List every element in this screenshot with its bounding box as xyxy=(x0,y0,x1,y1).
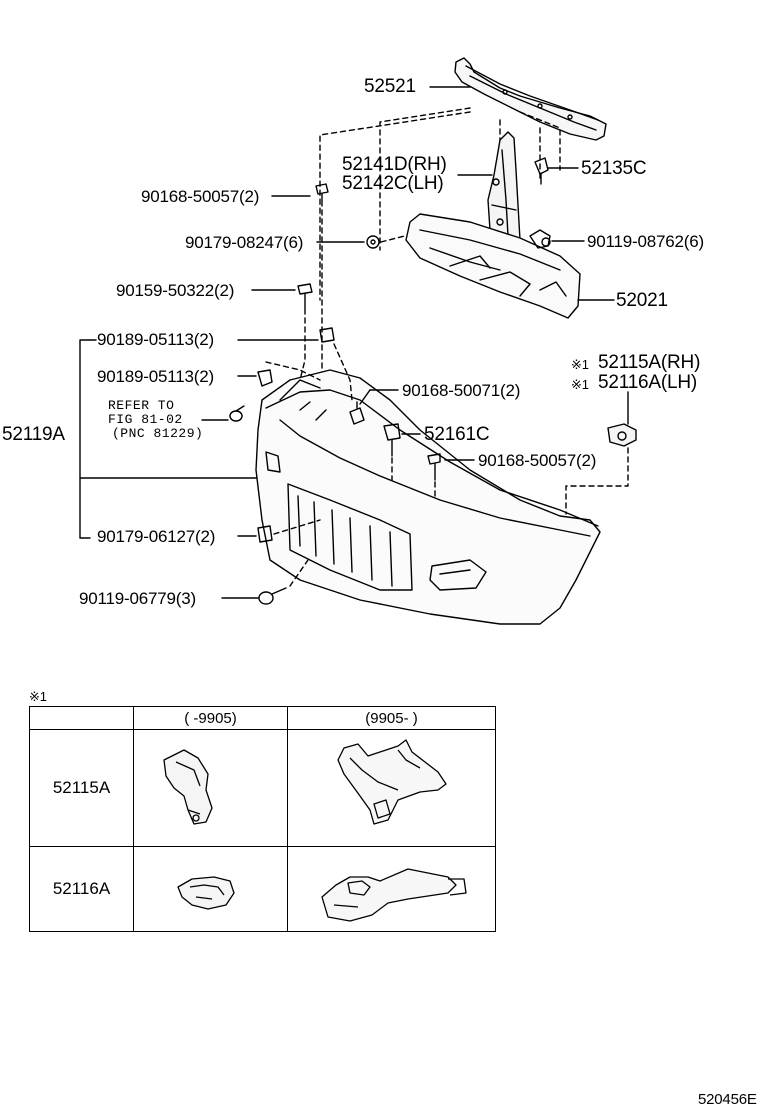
table-row: 52116A xyxy=(29,846,496,932)
part-image-52116a-late xyxy=(287,846,496,932)
label-52521: 52521 xyxy=(364,76,416,97)
table-header-blank xyxy=(29,706,134,730)
clip-90189-b-icon xyxy=(257,369,273,387)
label-90159-50322: 90159-50322(2) xyxy=(116,281,235,300)
label-90179-08247: 90179-08247(6) xyxy=(185,233,304,252)
label-52135c: 52135C xyxy=(581,158,647,179)
fastener-refer-icon xyxy=(229,405,245,422)
table-col-header-early: ( -9905) xyxy=(133,706,288,730)
part-image-52115a-late xyxy=(287,729,496,847)
label-90189-05113-b: 90189-05113(2) xyxy=(97,367,214,386)
variant-table: ( -9905) (9905- ) 52115A 52116A xyxy=(29,706,496,932)
clip-90189-a-icon xyxy=(319,327,335,343)
label-52115a-rh: 52115A(RH) xyxy=(598,352,701,373)
energy-absorber-52021 xyxy=(405,213,581,319)
refer-note-line3: (PNC 81229) xyxy=(112,426,204,441)
table-col-header-late: (9905- ) xyxy=(287,706,496,730)
phantom-lines-top xyxy=(319,107,561,301)
table-row-part: 52116A xyxy=(29,846,134,932)
note-mark-lh: ※1 xyxy=(571,377,589,392)
table-header-row: ( -9905) (9905- ) xyxy=(29,706,496,730)
bolt-90168-upper-icon xyxy=(315,183,329,207)
label-52161c: 52161C xyxy=(424,424,490,445)
side-retainer-52115a xyxy=(607,391,637,447)
nut-90179-06127-icon xyxy=(257,525,273,543)
label-52021: 52021 xyxy=(616,290,668,311)
label-90119-06779: 90119-06779(3) xyxy=(79,589,196,608)
label-52142c: 52142C(LH) xyxy=(342,173,444,194)
table-row-part: 52115A xyxy=(29,729,134,847)
part-image-52116a-early xyxy=(133,846,288,932)
clip-52161c-icon xyxy=(383,423,401,457)
label-90179-06127: 90179-06127(2) xyxy=(97,527,216,546)
nut-90179-08247-icon xyxy=(366,235,380,249)
figure-code: 520456E xyxy=(698,1091,757,1108)
label-52116a-lh: 52116A(LH) xyxy=(598,372,698,393)
refer-note-line1: REFER TO xyxy=(108,398,175,413)
label-90168-50057-top: 90168-50057(2) xyxy=(141,187,260,206)
bracket-52119a-bracketline xyxy=(79,339,263,539)
bolt-90168-50071-icon xyxy=(349,401,365,425)
table-note-mark: ※1 xyxy=(29,689,47,704)
bumper-cover-52119a xyxy=(255,369,601,625)
table-row: 52115A xyxy=(29,729,496,847)
bolt-90119-06779-icon xyxy=(258,587,287,605)
bolt-90119-08762-icon xyxy=(529,229,551,249)
part-image-52115a-early xyxy=(133,729,288,847)
label-90119-08762: 90119-08762(6) xyxy=(587,232,704,251)
bolt-90168-lower-icon xyxy=(427,453,441,481)
label-90168-50057-bottom: 90168-50057(2) xyxy=(478,451,597,470)
bolt-52135c-icon xyxy=(534,157,549,185)
bumper-reinforcement-bar-52521 xyxy=(454,57,607,141)
refer-note-line2: FIG 81-02 xyxy=(108,412,183,427)
screw-90159-icon xyxy=(297,283,313,315)
label-90189-05113-a: 90189-05113(2) xyxy=(97,330,214,349)
label-90168-50071: 90168-50071(2) xyxy=(402,381,521,400)
label-52141d: 52141D(RH) xyxy=(342,154,447,175)
note-mark-rh: ※1 xyxy=(571,357,589,372)
label-52119a: 52119A xyxy=(2,424,65,445)
